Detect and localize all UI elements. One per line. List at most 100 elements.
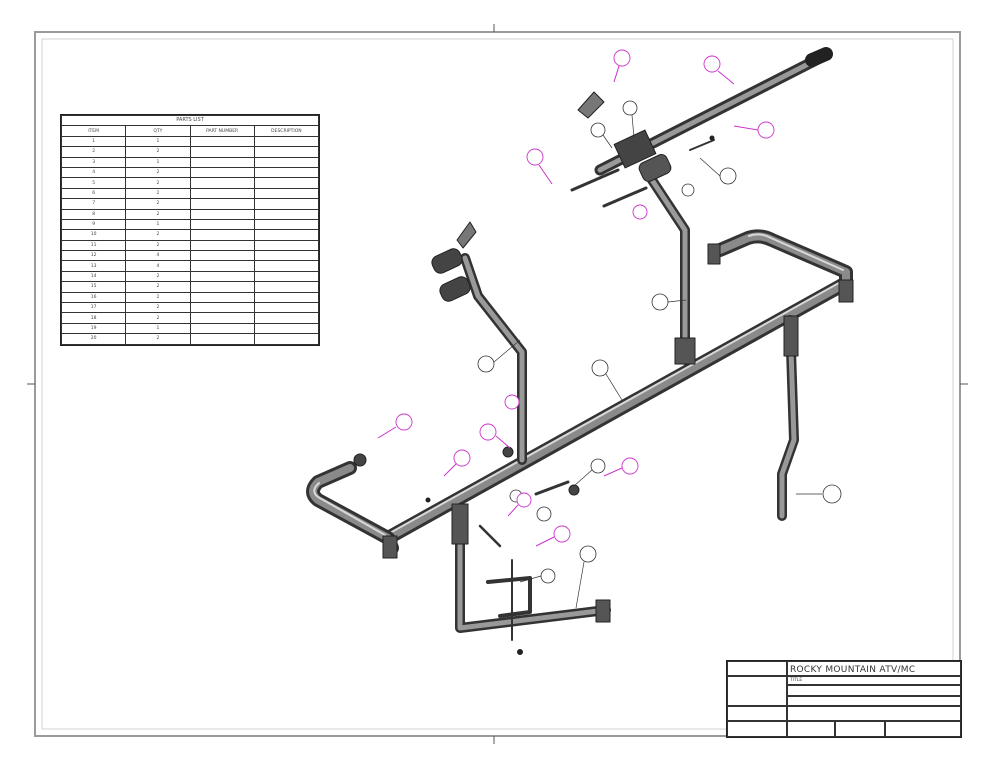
qty-cell: 2 <box>125 177 191 189</box>
scale-label <box>835 721 885 737</box>
title-block-info-cell <box>727 676 787 706</box>
item-cell: 5 <box>60 177 127 189</box>
description-cell <box>253 166 320 179</box>
callout-black <box>590 458 606 474</box>
column-header-description: DESCRIPTION <box>253 125 320 137</box>
qty-cell: 1 <box>125 218 191 231</box>
title-block-notes-cell <box>787 706 961 721</box>
item-cell: 9 <box>60 218 127 231</box>
callout-black <box>536 506 552 522</box>
title-label: TITLE <box>787 676 961 685</box>
item-cell: 13 <box>60 260 127 272</box>
part-number-cell <box>189 302 255 314</box>
callout-black <box>651 293 669 311</box>
qty-cell: 2 <box>125 187 191 200</box>
item-cell: 2 <box>60 146 127 158</box>
callout-black <box>822 484 842 504</box>
part-number-cell <box>189 239 255 252</box>
qty-cell: 2 <box>125 312 191 324</box>
description-cell <box>253 229 320 241</box>
part-number-cell <box>189 198 255 210</box>
item-cell: 20 <box>60 333 127 345</box>
callout-black <box>579 545 597 563</box>
sheet-label <box>885 721 961 737</box>
part-number-cell <box>189 281 255 293</box>
part-number-cell <box>189 187 255 200</box>
qty-cell: 4 <box>125 250 191 262</box>
callout-magenta <box>757 121 775 139</box>
column-header-part-number: PART NUMBER <box>189 125 255 137</box>
part-number-cell <box>189 208 255 220</box>
description-cell <box>253 146 320 158</box>
size-label <box>787 721 835 737</box>
callout-magenta <box>613 49 631 67</box>
item-cell: 11 <box>60 239 127 252</box>
part-number-cell <box>189 156 255 168</box>
item-cell: 17 <box>60 302 127 314</box>
callout-leaders-magenta <box>377 65 759 547</box>
part-number-cell <box>189 177 255 189</box>
callout-leaders-black <box>493 114 822 609</box>
item-cell: 14 <box>60 270 127 283</box>
description-cell <box>253 239 320 252</box>
qty-cell: 2 <box>125 281 191 293</box>
item-cell: 19 <box>60 322 127 335</box>
item-cell: 4 <box>60 166 127 179</box>
qty-cell: 2 <box>125 229 191 241</box>
callout-magenta <box>479 423 497 441</box>
qty-cell: 2 <box>125 333 191 345</box>
callout-black <box>591 359 609 377</box>
callout-magenta <box>453 449 471 467</box>
description-cell <box>253 281 320 293</box>
callout-black <box>719 167 737 185</box>
description-cell <box>253 135 320 148</box>
parts-list-table: PARTS LIST ITEM QTY PART NUMBER DESCRIPT… <box>60 114 320 346</box>
qty-cell: 2 <box>125 166 191 179</box>
callout-black <box>622 100 638 116</box>
callout-magenta <box>395 413 413 431</box>
part-number-cell <box>189 166 255 179</box>
part-number-cell <box>189 270 255 283</box>
part-number-cell <box>189 229 255 241</box>
description-cell <box>253 187 320 200</box>
item-cell: 10 <box>60 229 127 241</box>
callout-magenta <box>526 148 544 166</box>
sheet-inner-border <box>41 38 954 730</box>
company-name: ROCKY MOUNTAIN ATV/MC <box>787 661 961 676</box>
description-cell <box>253 208 320 220</box>
callout-magenta <box>553 525 571 543</box>
qty-cell: 2 <box>125 198 191 210</box>
description-cell <box>253 177 320 189</box>
column-header-item: ITEM <box>60 125 127 137</box>
rack-frame <box>306 47 854 655</box>
item-cell: 7 <box>60 198 127 210</box>
part-number-cell <box>189 312 255 324</box>
parts-list-title: PARTS LIST <box>61 114 319 127</box>
callout-magenta <box>703 55 721 73</box>
description-cell <box>253 291 320 304</box>
title-block-date-cell <box>727 721 787 737</box>
callout-black <box>477 355 495 373</box>
qty-cell: 1 <box>125 135 191 148</box>
qty-cell: 4 <box>125 260 191 272</box>
item-cell: 12 <box>60 250 127 262</box>
item-cell: 15 <box>60 281 127 293</box>
description-cell <box>253 270 320 283</box>
description-cell <box>253 156 320 168</box>
part-number-cell <box>189 250 255 262</box>
description-cell <box>253 250 320 262</box>
qty-cell: 2 <box>125 302 191 314</box>
item-cell: 1 <box>60 135 127 148</box>
